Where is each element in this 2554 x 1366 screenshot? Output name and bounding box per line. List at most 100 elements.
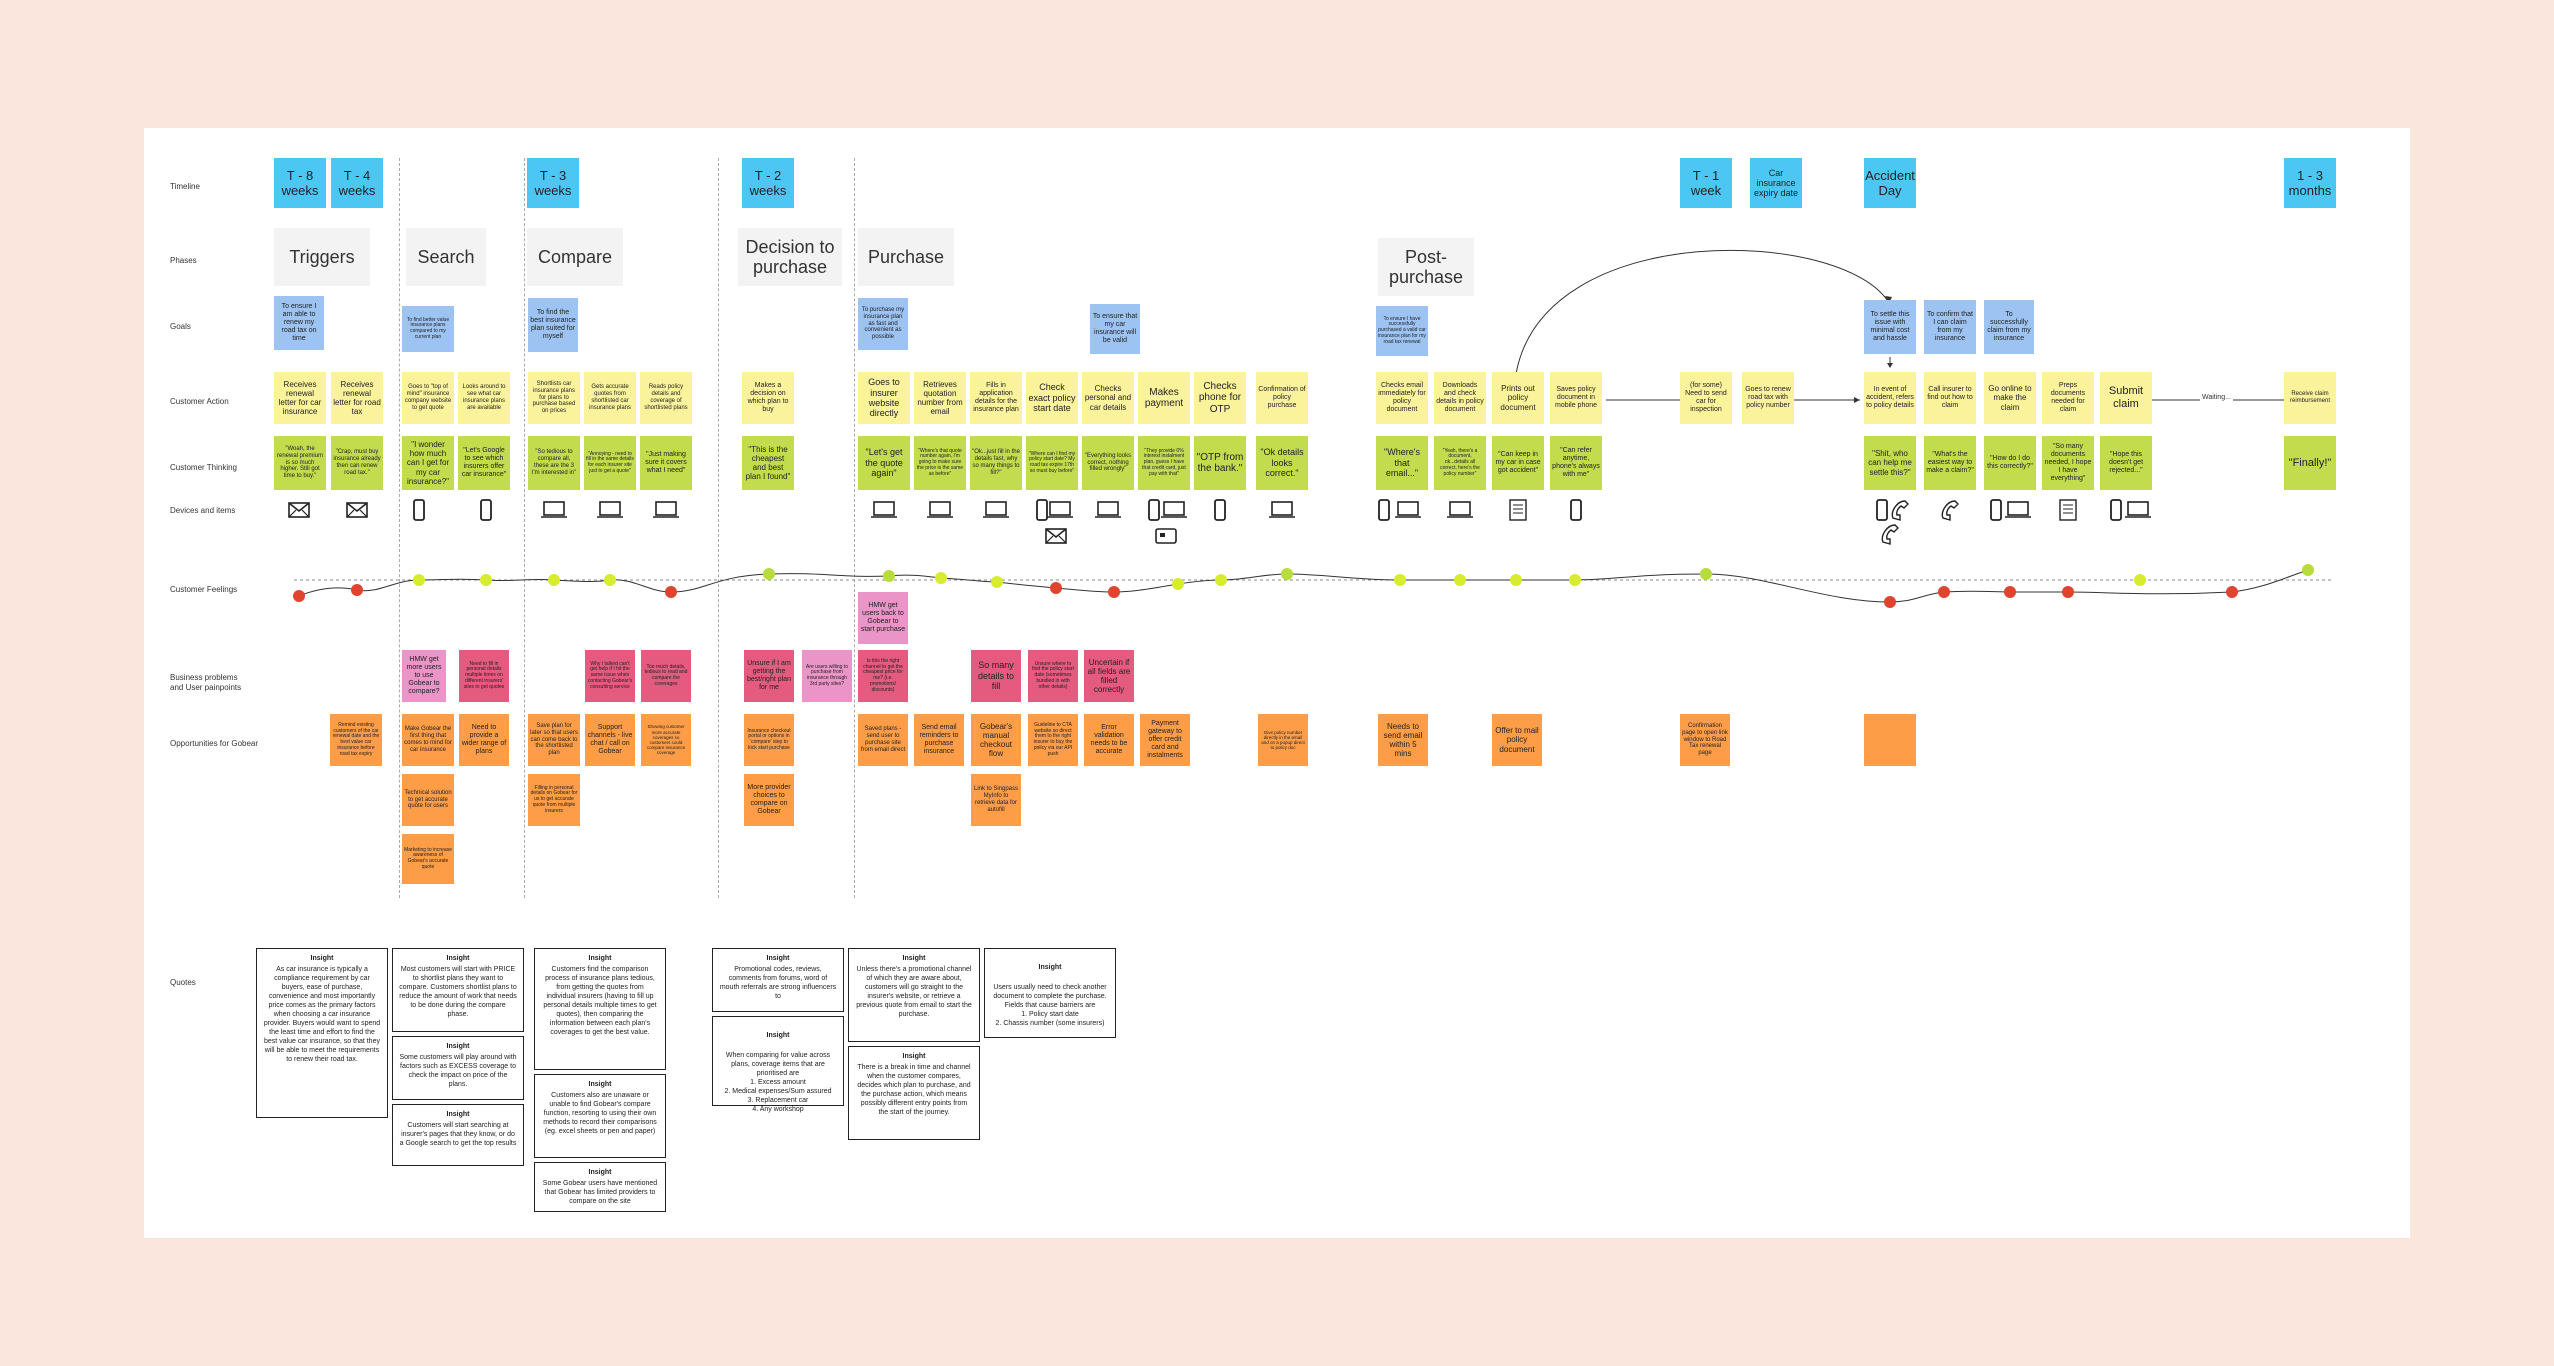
thinking-sticky: "What's the easiest way to make a claim?… <box>1924 436 1976 490</box>
row-label-opportunities: Opportunities for Gobear <box>170 739 259 748</box>
mobile-phone-icon <box>1378 499 1390 521</box>
goal-sticky: To confirm that I can claim from my insu… <box>1924 300 1976 354</box>
insight-title: Insight <box>1038 964 1062 971</box>
feeling-dot-neutral <box>991 576 1003 588</box>
goal-sticky: To ensure I am able to renew my road tax… <box>274 296 324 350</box>
feeling-dot-positive <box>1281 568 1293 580</box>
thinking-sticky: "Hope this doesn't get rejected..." <box>2100 436 2152 490</box>
problem-sticky: Is this the right channel to get the che… <box>858 650 908 702</box>
thinking-sticky: "Crap, must buy insurance already then c… <box>331 436 383 490</box>
insight-title: Insight <box>766 955 790 962</box>
laptop-icon <box>870 501 898 518</box>
insight-title: Insight <box>766 1032 790 1039</box>
feeling-dot-positive <box>2302 564 2314 576</box>
timeline-accident: Accident Day <box>1864 158 1916 208</box>
feeling-dot-positive <box>763 568 775 580</box>
feeling-dot-neutral <box>1510 574 1522 586</box>
feeling-dot-neutral <box>1215 574 1227 586</box>
thinking-sticky: "Can refer anytime, phone's always with … <box>1550 436 1602 490</box>
feeling-dot-negative <box>665 586 677 598</box>
insight-box: Insight Some customers will play around … <box>392 1036 524 1100</box>
telephone-icon <box>1881 524 1899 545</box>
feeling-dot-negative <box>293 590 305 602</box>
action-sticky: Checks personal and car details <box>1082 372 1134 424</box>
opportunity-sticky <box>1864 714 1916 766</box>
insight-text: Some Gobear users have mentioned that Go… <box>542 1180 658 1205</box>
problem-sticky: Unsure if I am getting the best/right pl… <box>744 650 794 702</box>
thinking-sticky: "Finally!" <box>2284 436 2336 490</box>
action-sticky: Makes a decision on which plan to buy <box>742 372 794 424</box>
insight-box: Insight As car insurance is typically a … <box>256 948 388 1118</box>
goal-sticky: To ensure that my car insurance will be … <box>1090 304 1140 354</box>
insight-text: Customers find the comparison process of… <box>543 966 657 1036</box>
opportunity-sticky: Error validation needs to be accurate <box>1084 714 1134 766</box>
laptop-icon <box>1394 501 1422 518</box>
opportunity-sticky: Make Gobear the first thing that comes t… <box>402 714 454 766</box>
thinking-sticky: "This is the cheapest and best plan I fo… <box>742 436 794 490</box>
thinking-sticky: "So many documents needed, I hope I have… <box>2042 436 2094 490</box>
feeling-dot-neutral <box>1172 578 1184 590</box>
feeling-dot-negative <box>1884 596 1896 608</box>
laptop-icon <box>1160 501 1188 518</box>
laptop-icon <box>652 501 680 518</box>
insight-title: Insight <box>588 955 612 962</box>
insight-title: Insight <box>588 1169 612 1176</box>
feeling-dot-negative <box>2004 586 2016 598</box>
action-sticky: (for some) Need to send car for inspecti… <box>1680 372 1732 424</box>
action-sticky: In event of accident, refers to policy d… <box>1864 372 1916 424</box>
action-sticky: Shortlists car insurance plans for plans… <box>528 372 580 424</box>
phase-triggers: Triggers <box>274 228 370 286</box>
goal-sticky: To successfully claim from my insurance <box>1984 300 2034 354</box>
opportunity-sticky: Insurance checkout portal or options in … <box>744 714 794 766</box>
row-label-thinking: Customer Thinking <box>170 463 237 472</box>
waiting-label: Waiting... <box>2200 394 2233 401</box>
feeling-dot-neutral <box>935 572 947 584</box>
opportunity-sticky: Technical solution to get accurate quote… <box>402 774 454 826</box>
thinking-sticky: "Ok details looks correct." <box>1256 436 1308 490</box>
opportunity-sticky: Saved plans - send user to purchase site… <box>858 714 908 766</box>
row-label-goals: Goals <box>170 322 191 331</box>
thinking-sticky: "Can keep in my car in case got accident… <box>1492 436 1544 490</box>
laptop-icon <box>1268 501 1296 518</box>
phase-compare: Compare <box>527 228 623 286</box>
insight-title: Insight <box>902 955 926 962</box>
action-sticky: Preps documents needed for claim <box>2042 372 2094 424</box>
journey-map-board: Timeline Phases Goals Customer Action Cu… <box>144 128 2410 1238</box>
laptop-icon <box>2004 501 2032 518</box>
problem-sticky: HMW get users back to Gobear to start pu… <box>858 592 908 644</box>
action-sticky: Goes to renew road tax with policy numbe… <box>1742 372 1794 424</box>
phase-divider <box>399 158 400 898</box>
opportunity-sticky: Gobear's manual checkout flow <box>971 714 1021 766</box>
feeling-dot-negative <box>2226 586 2238 598</box>
action-sticky: Checks email immediately for policy docu… <box>1376 372 1428 424</box>
opportunity-sticky: Payment gateway to offer credit card and… <box>1140 714 1190 766</box>
insight-text: Some customers will play around with fac… <box>399 1054 517 1088</box>
insight-box: Insight Some Gobear users have mentioned… <box>534 1162 666 1212</box>
laptop-icon <box>926 501 954 518</box>
feeling-dot-neutral <box>480 574 492 586</box>
timeline-t1: T - 1 week <box>1680 158 1732 208</box>
timeline-after: 1 - 3 months <box>2284 158 2336 208</box>
action-sticky: Goes to "top of mind" insurance company … <box>402 372 454 424</box>
thinking-sticky: "OTP from the bank." <box>1194 436 1246 490</box>
thinking-sticky: "Just making sure it covers what I need" <box>640 436 692 490</box>
insight-text: Customers also are unaware or unable to … <box>543 1092 657 1135</box>
insight-title: Insight <box>446 1111 470 1118</box>
insight-title: Insight <box>310 955 334 962</box>
mobile-phone-icon <box>1148 499 1160 521</box>
mobile-phone-icon <box>2110 499 2122 521</box>
thinking-sticky: "Let's Google to see which insurers offe… <box>458 436 510 490</box>
problem-sticky: Are users willing to purchase from insur… <box>802 650 852 702</box>
opportunity-sticky: Offer to mail policy document <box>1492 714 1542 766</box>
timeline-t4: T - 4 weeks <box>331 158 383 208</box>
envelope-icon <box>288 502 310 518</box>
thinking-sticky: "Annoying - need to fill in the same det… <box>584 436 636 490</box>
insight-box: Insight Promotional codes, reviews, comm… <box>712 948 844 1012</box>
opportunity-sticky: Link to Singpass MyInfo to retrieve data… <box>971 774 1021 826</box>
problem-sticky: Uncertain if all fields are filled corre… <box>1084 650 1134 702</box>
action-sticky: Submit claim <box>2100 372 2152 424</box>
row-label-problems: Business problems and User painpoints <box>170 673 242 692</box>
problem-sticky: So many details to fill <box>971 650 1021 702</box>
insight-title: Insight <box>588 1081 612 1088</box>
thinking-sticky: "Where can I find my policy start date? … <box>1026 436 1078 490</box>
